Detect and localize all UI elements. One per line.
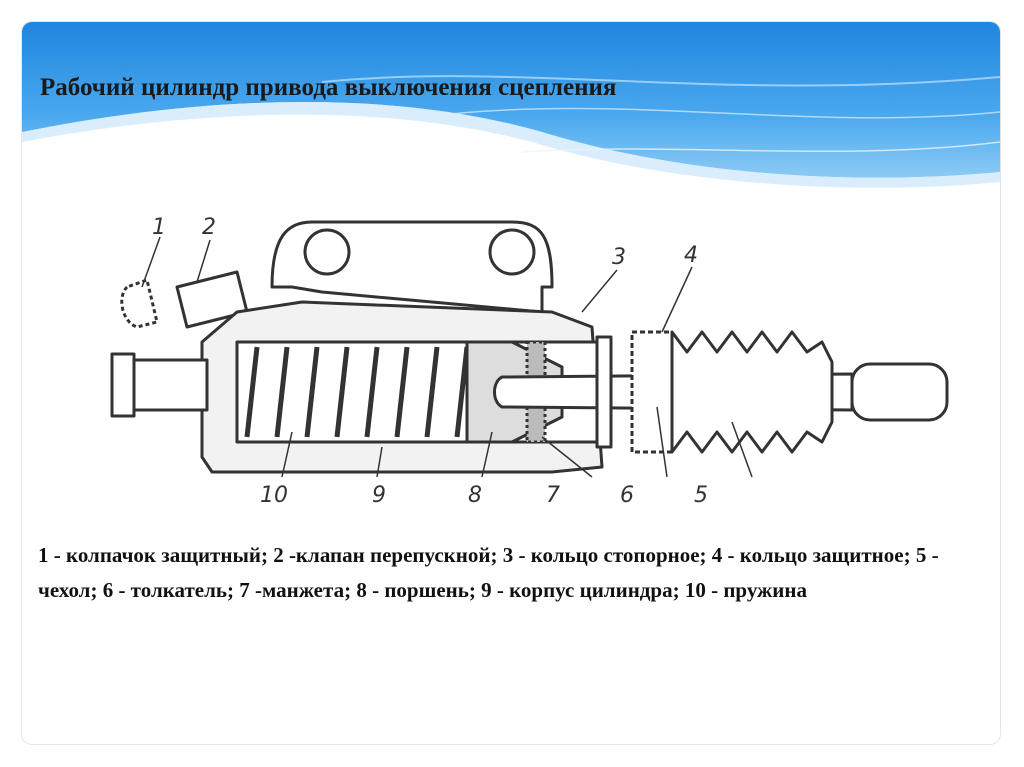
- part-label-10: 10: [260, 483, 288, 508]
- part-label-2: 2: [202, 215, 216, 240]
- part-label-4: 4: [684, 243, 698, 268]
- bracket-hole-left: [303, 228, 351, 276]
- part-label-1: 1: [152, 215, 166, 240]
- header-wave-background: [22, 22, 1000, 188]
- slide-title: Рабочий цилиндр привода выключения сцепл…: [40, 74, 617, 101]
- mounting-bracket: [270, 220, 554, 314]
- pushrod-tip: [850, 362, 949, 422]
- part-label-6: 6: [620, 483, 634, 508]
- retaining-ring: [595, 335, 613, 449]
- part-label-3: 3: [612, 245, 626, 270]
- return-spring: [244, 346, 470, 438]
- part-label-7: 7: [546, 483, 560, 508]
- protective-cap: [120, 278, 159, 329]
- protective-ring: [630, 330, 674, 454]
- part-label-5: 5: [694, 483, 708, 508]
- part-label-8: 8: [468, 483, 482, 508]
- part-label-9: 9: [372, 483, 386, 508]
- bracket-hole-right: [488, 228, 536, 276]
- slide: Рабочий цилиндр привода выключения сцепл…: [22, 22, 1000, 744]
- cylinder-diagram: 1 2 3 4 5 6 7 8 9 10: [110, 215, 949, 508]
- rubber-boot: [670, 330, 834, 454]
- parts-legend: 1 - колпачок защитный; 2 -клапан перепус…: [38, 543, 939, 602]
- fitting-nut: [110, 352, 136, 418]
